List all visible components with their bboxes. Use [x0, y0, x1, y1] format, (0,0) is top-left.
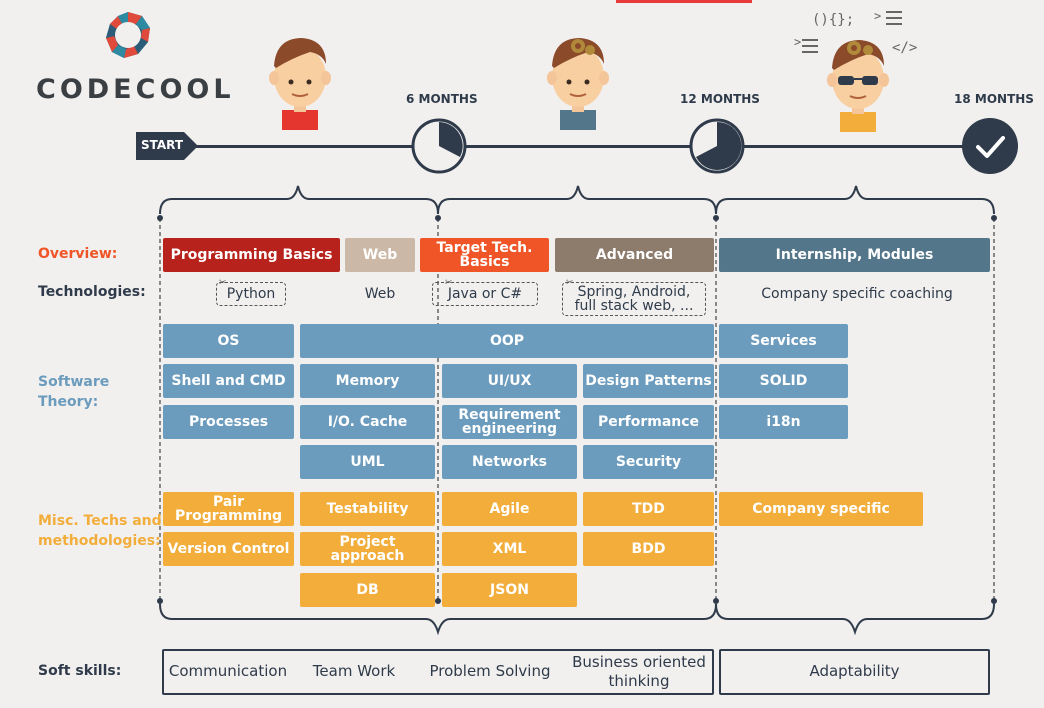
- sw-uml: UML: [300, 445, 435, 479]
- svg-text:</>: </>: [892, 40, 917, 56]
- svg-text:>: >: [794, 35, 801, 49]
- start-label: START: [140, 138, 184, 152]
- overview-target-tech: Target Tech. Basics: [420, 238, 549, 272]
- beginner-avatar-icon: [269, 38, 331, 130]
- sw-design-patterns: Design Patterns: [583, 364, 714, 398]
- soft-team-work: Team Work: [312, 662, 396, 680]
- sw-security: Security: [583, 445, 714, 479]
- tech-spring-android: Spring, Android, full stack web, ...: [562, 282, 706, 316]
- sw-shell-cmd: Shell and CMD: [163, 364, 294, 398]
- soft-skills-box-main: [162, 649, 714, 695]
- misc-bdd: BDD: [583, 532, 714, 566]
- overview-web: Web: [345, 238, 415, 272]
- tech-python: Python: [216, 282, 286, 306]
- progress-12-months-icon: [689, 118, 745, 174]
- misc-row-label: Misc. Techs and methodologies:: [38, 513, 162, 549]
- sw-os: OS: [163, 324, 294, 358]
- sw-performance: Performance: [583, 405, 714, 439]
- sw-solid: SOLID: [719, 364, 848, 398]
- sw-io-cache: I/O. Cache: [300, 405, 435, 439]
- month-6-label: 6 MONTHS: [406, 92, 478, 106]
- scissors-icon: ✂: [445, 278, 453, 288]
- codecool-logo-icon: [106, 12, 150, 58]
- start-marker: [136, 132, 198, 160]
- month-18-label: 18 MONTHS: [954, 92, 1034, 106]
- svg-text:(){};: (){};: [812, 12, 854, 28]
- scissors-icon: ✂: [219, 278, 227, 288]
- misc-json: JSON: [442, 573, 577, 607]
- overview-advanced: Advanced: [555, 238, 714, 272]
- month-12-label: 12 MONTHS: [680, 92, 760, 106]
- sw-requirement-engineering: Requirement engineering: [442, 405, 577, 439]
- misc-version-control: Version Control: [163, 532, 294, 566]
- progress-6-months-icon: [411, 118, 467, 174]
- tech-company-coaching: Company specific coaching: [761, 286, 953, 302]
- sw-networks: Networks: [442, 445, 577, 479]
- overview-row-label: Overview:: [38, 246, 118, 262]
- junior-avatar-icon: [547, 38, 609, 130]
- sw-i18n: i18n: [719, 405, 848, 439]
- misc-xml: XML: [442, 532, 577, 566]
- timeline-line: [196, 145, 976, 148]
- soft-problem-solving: Problem Solving: [429, 662, 551, 680]
- sw-ui-ux: UI/UX: [442, 364, 577, 398]
- expert-avatar-icon: (){}; > > </>: [794, 9, 917, 132]
- overview-programming-basics: Programming Basics: [163, 238, 340, 272]
- top-accent-bar: [616, 0, 752, 3]
- sw-oop: OOP: [300, 324, 714, 358]
- soft-communication: Communication: [168, 662, 288, 680]
- soft-business-thinking: Business oriented thinking: [572, 653, 706, 690]
- svg-text:>: >: [874, 9, 881, 23]
- misc-pair-programming: Pair Programming: [163, 492, 294, 526]
- soft-skills-row-label: Soft skills:: [38, 663, 122, 679]
- misc-company-specific: Company specific: [719, 492, 923, 526]
- sw-memory: Memory: [300, 364, 435, 398]
- soft-adaptability: Adaptability: [809, 662, 900, 680]
- sw-processes: Processes: [163, 405, 294, 439]
- completed-check-icon: [962, 118, 1018, 174]
- scissors-icon: ✂: [566, 278, 574, 288]
- misc-project-approach: Project approach: [300, 532, 435, 566]
- sw-services: Services: [719, 324, 848, 358]
- brand-name: CODECOOL: [36, 74, 235, 105]
- overview-internship: Internship, Modules: [719, 238, 990, 272]
- misc-testability: Testability: [300, 492, 435, 526]
- technologies-row-label: Technologies:: [38, 284, 146, 300]
- misc-tdd: TDD: [583, 492, 714, 526]
- tech-web: Web: [364, 286, 396, 302]
- misc-agile: Agile: [442, 492, 577, 526]
- soft-skills-box-adapt: [719, 649, 990, 695]
- misc-db: DB: [300, 573, 435, 607]
- software-theory-row-label: Software Theory:: [38, 374, 110, 410]
- tech-java-csharp: Java or C#: [432, 282, 538, 306]
